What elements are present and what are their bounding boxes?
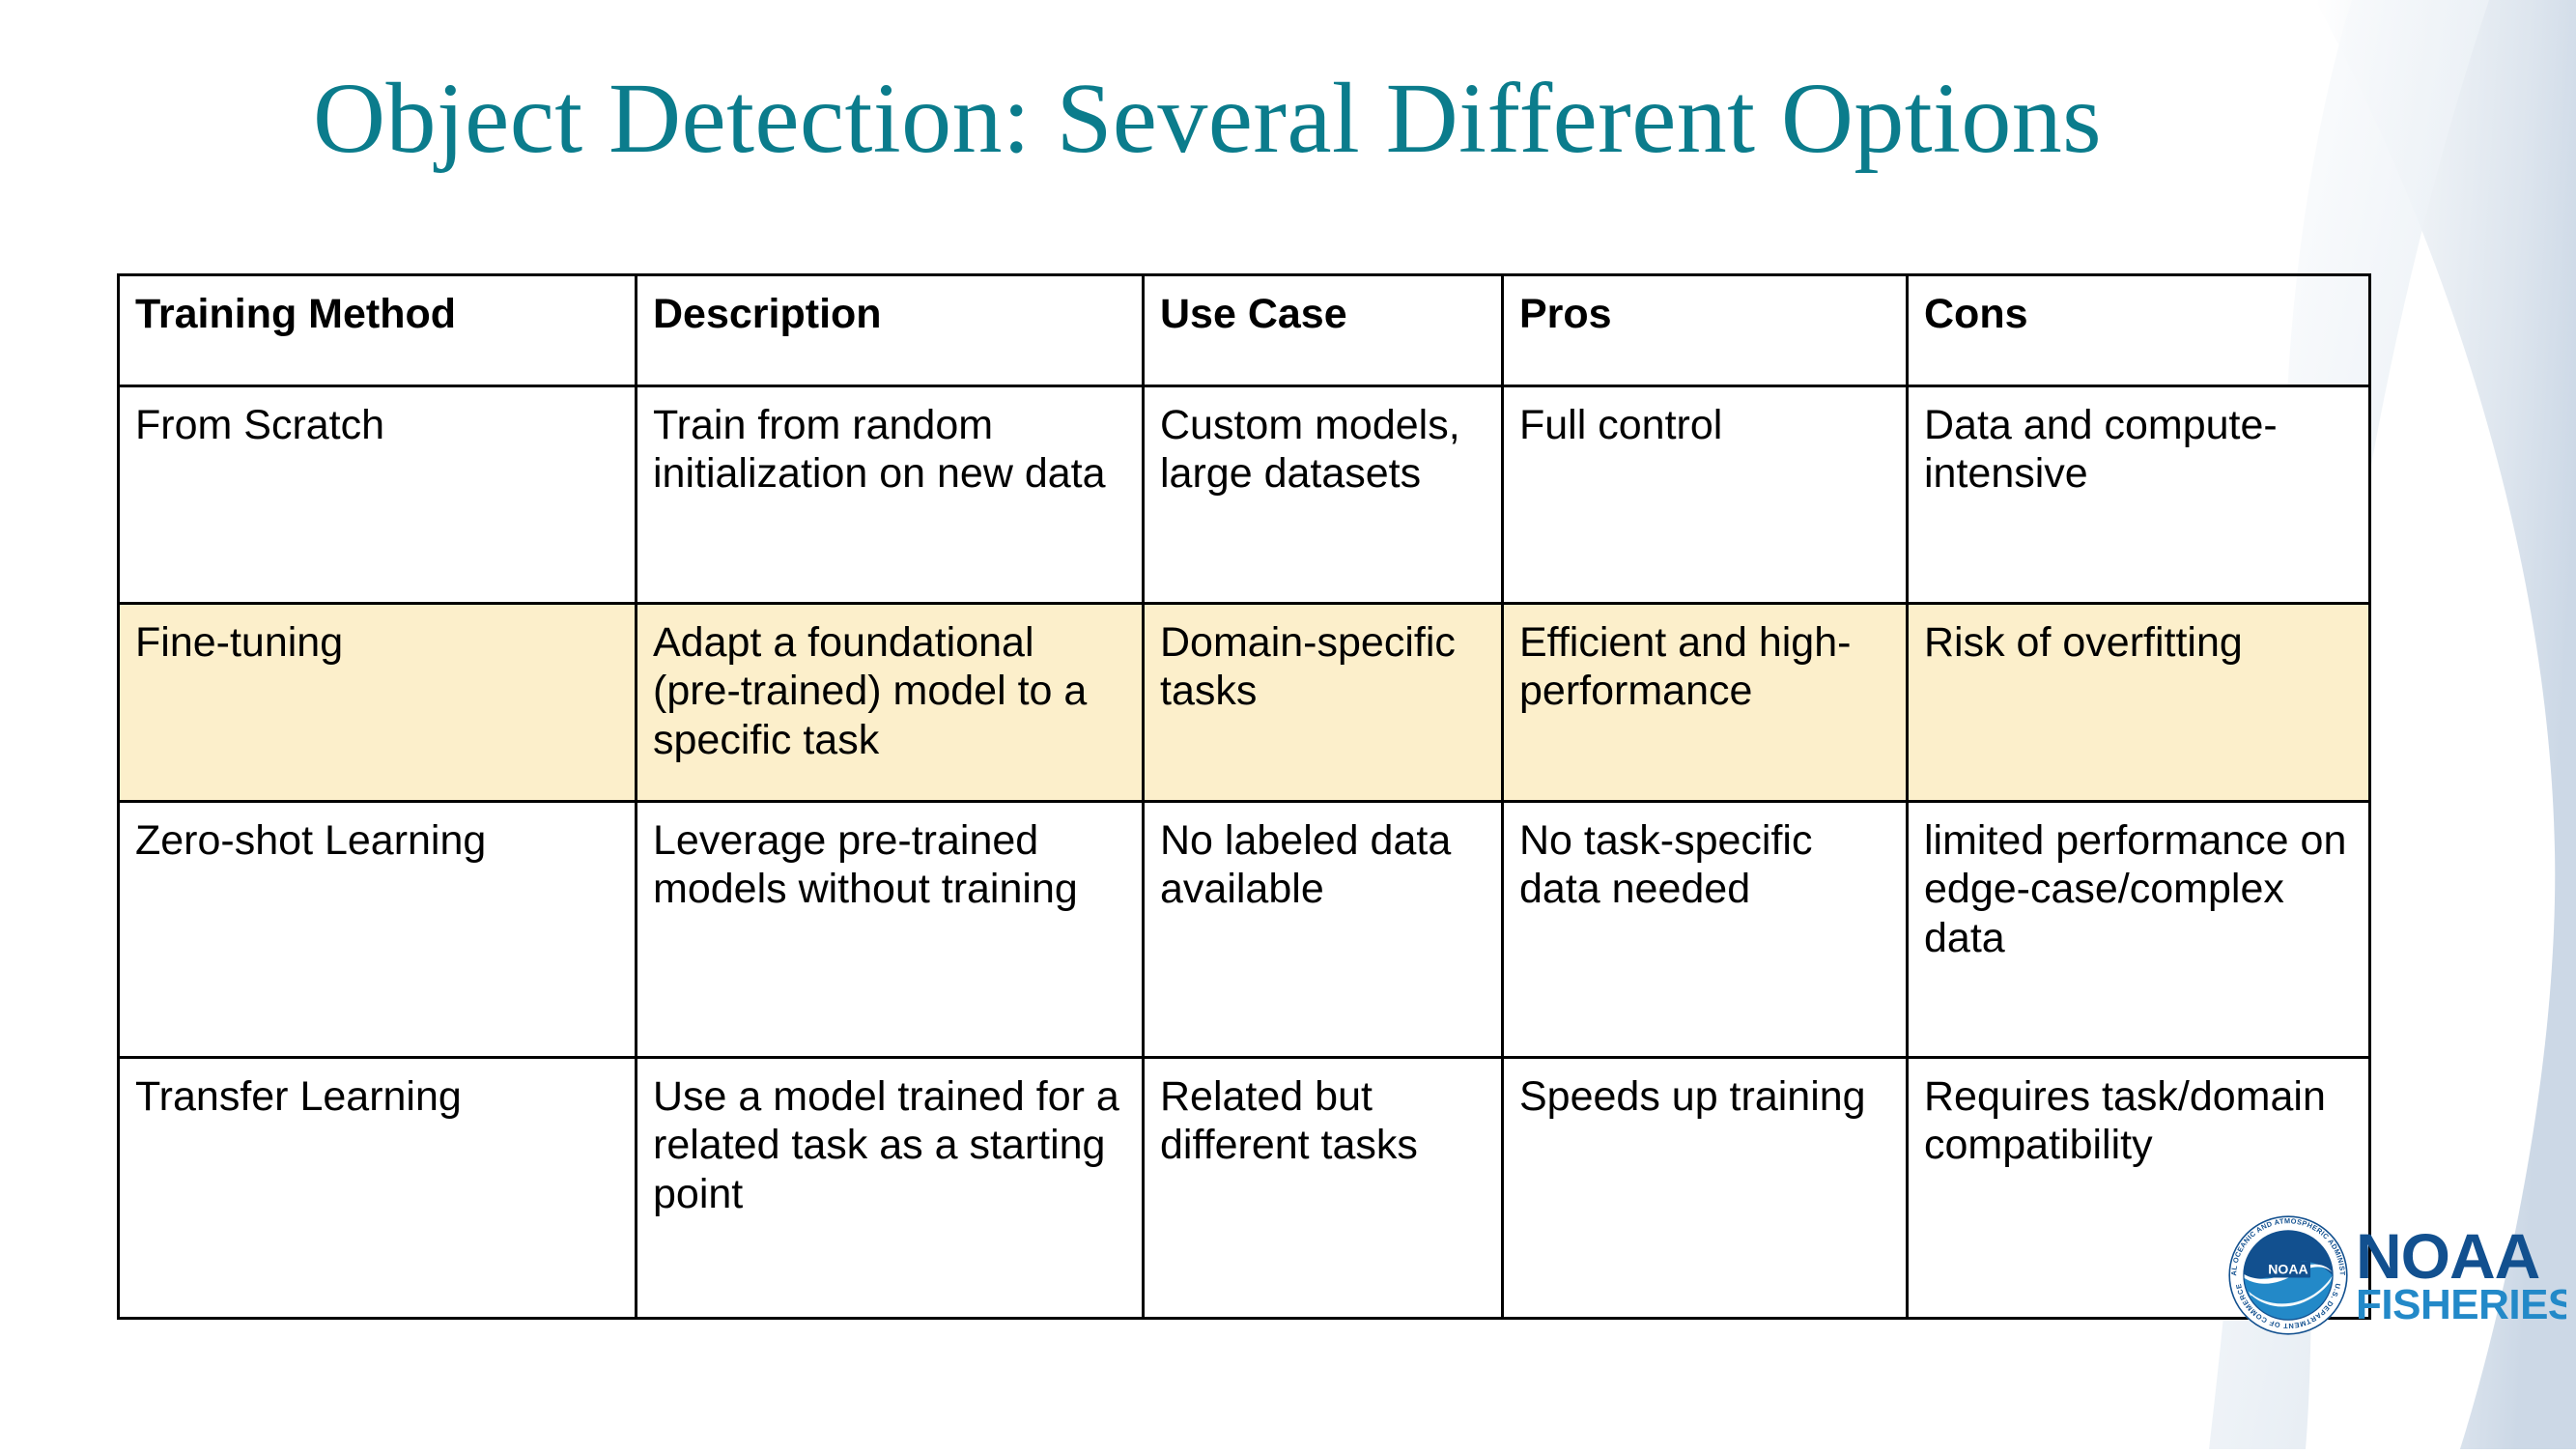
table-header-row: Training Method Description Use Case Pro…	[117, 273, 2371, 387]
cell-pros: Speeds up training	[1501, 1056, 1909, 1320]
seal-inner-label: NOAA	[2268, 1262, 2307, 1277]
column-header-pros: Pros	[1501, 273, 1909, 387]
cell-pros: Full control	[1501, 385, 1909, 605]
cell-cons: limited performance on edge-case/complex…	[1906, 800, 2371, 1059]
column-header-training-method: Training Method	[117, 273, 637, 387]
cell-use-case: Domain-specific tasks	[1142, 602, 1504, 803]
cell-training-method: Fine-tuning	[117, 602, 637, 803]
training-methods-table-wrapper: Training Method Description Use Case Pro…	[117, 273, 2371, 1320]
table-row-highlighted: Fine-tuning Adapt a foundational (pre-tr…	[117, 602, 2371, 803]
cell-training-method: From Scratch	[117, 385, 637, 605]
cell-use-case: Custom models, large datasets	[1142, 385, 1504, 605]
cell-use-case: No labeled data available	[1142, 800, 1504, 1059]
cell-training-method: Transfer Learning	[117, 1056, 637, 1320]
column-header-cons: Cons	[1906, 273, 2371, 387]
cell-pros: Efficient and high-performance	[1501, 602, 1909, 803]
cell-use-case: Related but different tasks	[1142, 1056, 1504, 1320]
noaa-fisheries-logo: NOAA NATIONAL OCEANIC AND ATMOSPHERIC AD…	[2223, 1207, 2566, 1343]
cell-training-method: Zero-shot Learning	[117, 800, 637, 1059]
table-row: Zero-shot Learning Leverage pre-trained …	[117, 800, 2371, 1059]
cell-pros: No task-specific data needed	[1501, 800, 1909, 1059]
wordmark-fisheries: FISHERIES	[2356, 1281, 2566, 1328]
page-title: Object Detection: Several Different Opti…	[312, 63, 2103, 174]
cell-cons: Risk of overfitting	[1906, 602, 2371, 803]
column-header-use-case: Use Case	[1142, 273, 1504, 387]
cell-description: Use a model trained for a related task a…	[635, 1056, 1145, 1320]
cell-description: Leverage pre-trained models without trai…	[635, 800, 1145, 1059]
table-row: From Scratch Train from random initializ…	[117, 385, 2371, 605]
cell-cons: Data and compute-intensive	[1906, 385, 2371, 605]
table-row: Transfer Learning Use a model trained fo…	[117, 1056, 2371, 1320]
training-methods-table: Training Method Description Use Case Pro…	[117, 273, 2371, 1320]
cell-description: Train from random initialization on new …	[635, 385, 1145, 605]
cell-description: Adapt a foundational (pre-trained) model…	[635, 602, 1145, 803]
column-header-description: Description	[635, 273, 1145, 387]
noaa-wordmark: NOAA FISHERIES	[2356, 1222, 2566, 1328]
noaa-seal-icon: NOAA NATIONAL OCEANIC AND ATMOSPHERIC AD…	[2223, 1207, 2350, 1337]
